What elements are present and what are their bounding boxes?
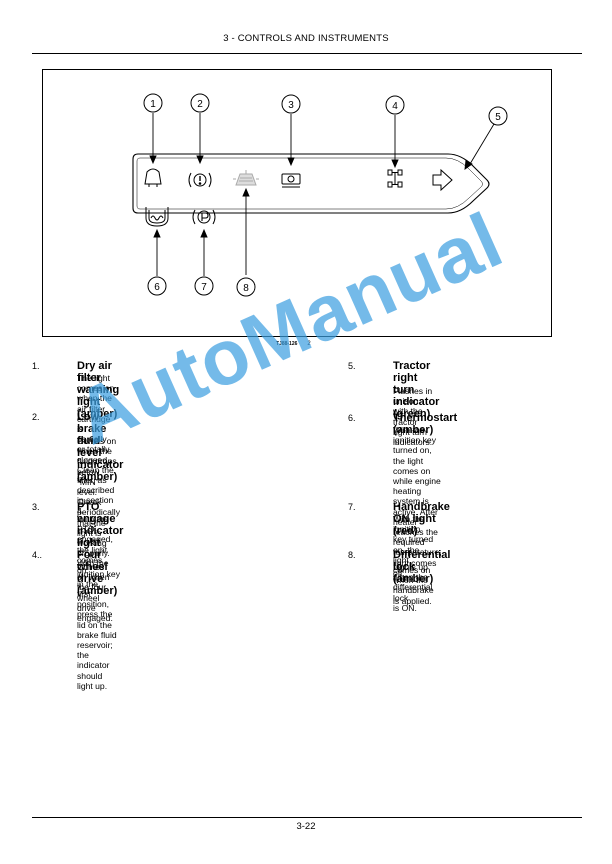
desc-line: is ON. <box>393 602 417 613</box>
desc-line: With the ignition key turned on, the <box>393 514 434 555</box>
item-title: Thermostart (amber) <box>393 412 458 436</box>
desc-line: light comes on when the handbrake <box>393 554 434 596</box>
callout-label-3: 3 <box>288 100 294 111</box>
item-description: Comes on when the four wheel drive engag… <box>77 562 113 623</box>
pto-icon <box>281 173 301 188</box>
desc-line: is partially or totally clogged. Clean t… <box>77 424 114 486</box>
callout-label-2: 2 <box>197 99 203 110</box>
handbrake-icon <box>192 209 216 225</box>
callout-5 <box>488 106 508 126</box>
desc-line: the light comes on while engine <box>393 455 441 487</box>
page-number: 3-22 <box>296 821 316 832</box>
item-number: 7. <box>348 502 356 512</box>
item-title: Tractor right turn indicator (green) <box>393 360 439 420</box>
desc-line: heating system is active. After <box>393 486 438 517</box>
item-number: 3. <box>32 502 40 512</box>
item-description: With the ignition key turned on, the lig… <box>393 425 442 578</box>
callout-label-1: 1 <box>150 99 156 110</box>
item-number: 5. <box>348 361 356 371</box>
desc-line: Lights up when the differential lock <box>393 562 433 603</box>
item-number: 1. <box>32 361 40 371</box>
desc-line: working properly. With the ignition key … <box>77 538 120 589</box>
item-number: 6. <box>348 413 356 423</box>
item-description: With the ignition key turned on, the lig… <box>393 514 434 606</box>
brake-fluid-icon <box>188 172 212 188</box>
item-description: With the PTO engaged, the light comes on… <box>77 514 113 575</box>
item-number: 4.. <box>32 550 43 560</box>
item-description: Flashes in unison with the tractor right… <box>393 386 432 447</box>
panel-inner-outline <box>136 157 483 210</box>
desc-line: Flashes in unison with the tractor <box>393 386 433 427</box>
desc-line: described in section 4. <box>77 485 115 516</box>
callout-label-7: 7 <box>201 282 207 293</box>
callout-label-5: 5 <box>495 112 501 123</box>
title-line: (amber) <box>77 471 118 483</box>
desc-line: With the PTO engaged, the light comes on… <box>77 514 113 576</box>
desc-line: is applied. <box>393 595 432 606</box>
item-title: Four wheel drive (amber) <box>77 549 118 597</box>
instrument-panel-figure: 1 2 3 4 5 6 7 8 <box>42 69 552 337</box>
callout-2 <box>190 93 210 113</box>
four-wheel-drive-icon <box>387 169 403 188</box>
thermostart-icon <box>145 207 169 227</box>
desc-line: level. Check periodically that the light… <box>77 487 120 538</box>
item-title: PTO engage indicator light <box>77 501 124 549</box>
figure-number: 2 <box>307 341 311 347</box>
title-line: Tractor right turn indicator <box>393 360 440 408</box>
callout-3 <box>281 94 301 114</box>
item-description: Comes on when the fluid drops below “MIN… <box>77 436 120 691</box>
item-title: Differential lock (amber) <box>393 549 451 585</box>
desc-line: reservoir; the indicator should light up… <box>77 640 113 691</box>
right-turn-arrow-icon <box>432 168 453 192</box>
air-filter-icon <box>144 168 162 187</box>
callout-label-8: 8 <box>243 283 249 294</box>
desc-line: right turn indicators. <box>393 426 433 448</box>
item-number: 2. <box>32 412 40 422</box>
callout-8 <box>236 277 256 297</box>
item-title: Low brake fluid level indicator (amber) <box>77 411 123 483</box>
title-line: (green) <box>393 408 431 420</box>
callout-label-4: 4 <box>392 101 398 112</box>
callout-1 <box>143 93 163 113</box>
title-line: Low brake fluid level indicator <box>77 411 124 471</box>
panel-outline <box>132 153 490 214</box>
item-title: Handbrake ON light (red) <box>393 501 450 537</box>
item-number: 8. <box>348 550 356 560</box>
differential-lock-icon <box>233 170 259 186</box>
callout-4 <box>385 95 405 115</box>
header-rule <box>32 53 582 54</box>
instrument-panel-diagram: 1 2 3 4 5 6 7 8 <box>132 93 508 297</box>
callout-6 <box>147 276 167 296</box>
figure-reference: TJ88-126 2 <box>276 341 311 347</box>
callout-7 <box>194 276 214 296</box>
item-title: Dry air filter warning light (amber) <box>77 360 120 420</box>
item-description: The light comes on when the air filter c… <box>77 373 114 516</box>
desc-line: With the ignition key turned on, <box>393 425 436 456</box>
figure-code: TJ88-126 <box>276 341 298 347</box>
desc-line: The light comes on when the air filter c… <box>77 373 115 424</box>
page-header: 3 - CONTROLS AND INSTRUMENTS <box>223 33 389 44</box>
item-description: Lights up when the differential lock is … <box>393 562 433 613</box>
desc-line: Comes on when the four wheel drive engag… <box>77 562 113 624</box>
callout-label-6: 6 <box>154 282 160 293</box>
desc-line: Comes on when the fluid drops below “MIN… <box>77 436 117 487</box>
desc-line: first position, press the lid on the bra… <box>77 589 117 640</box>
footer-rule <box>32 817 582 818</box>
desc-line: temperature, light comes off. <box>393 547 442 578</box>
desc-line: heater reaches the required <box>393 516 438 548</box>
